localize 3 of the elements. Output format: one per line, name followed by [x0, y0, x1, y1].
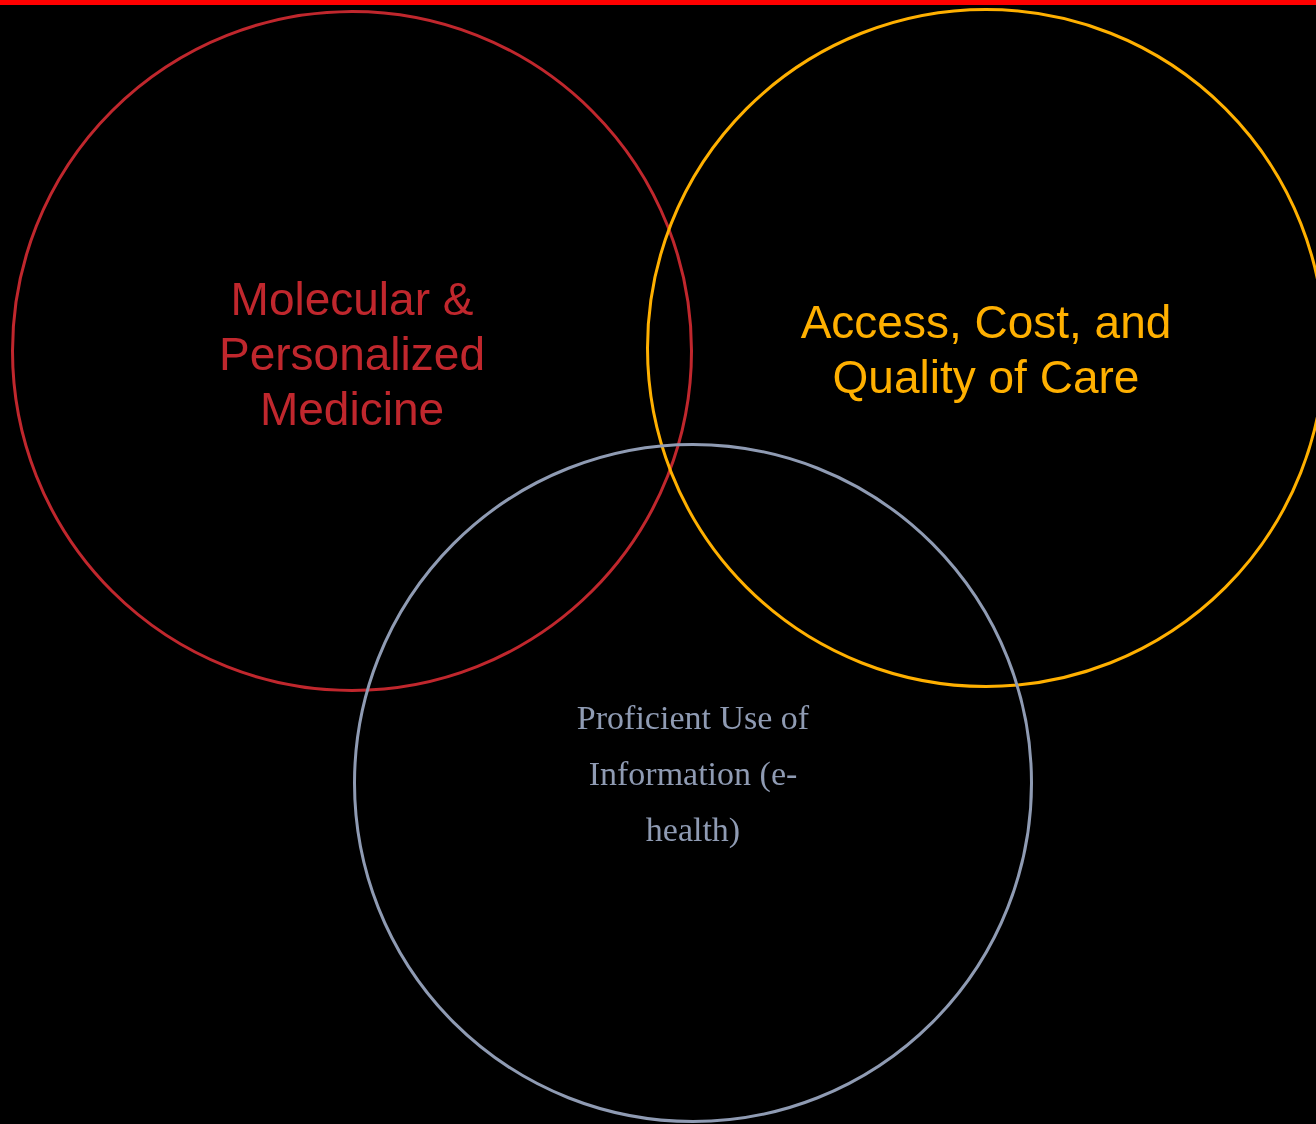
circle-label: Access, Cost, and Quality of Care — [799, 295, 1173, 406]
circle-label: Proficient Use of Information (e-health) — [575, 698, 811, 851]
circle-label: Molecular & Personalized Medicine — [218, 272, 486, 438]
